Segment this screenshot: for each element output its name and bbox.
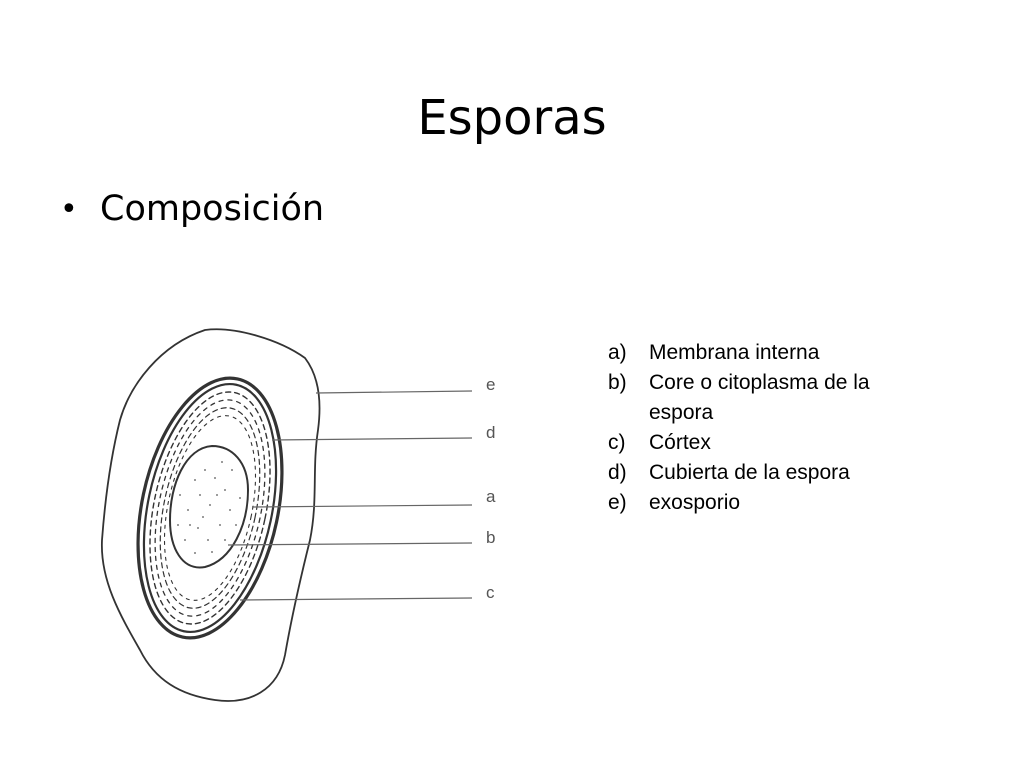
legend-item-c: c) Córtex: [608, 428, 878, 458]
callout-a: a: [486, 487, 496, 506]
legend-text: Córtex: [649, 431, 711, 454]
legend-text: Membrana interna: [649, 341, 820, 364]
callout-e: e: [486, 375, 495, 394]
legend-letter: e): [608, 491, 627, 514]
callout-d: d: [486, 423, 495, 442]
coat-outer-ring: [136, 376, 284, 640]
coat-inner-ring: [142, 382, 278, 634]
cortex-ring-3: [159, 407, 261, 609]
callout-b: b: [486, 528, 495, 547]
cortex-ring-1: [149, 391, 271, 625]
slide-title: Esporas: [417, 90, 607, 147]
legend-letter: a): [608, 341, 627, 364]
core-stipple: [177, 461, 241, 554]
legend-text: exosporio: [649, 491, 741, 514]
cortex-ring-4: [163, 415, 257, 601]
bullet-item: • Composición: [60, 192, 324, 227]
legend-item-d: d) Cubierta de la espora: [608, 458, 878, 488]
legend-item-a: a) Membrana interna: [608, 338, 878, 368]
leader-line-c: [239, 597, 473, 601]
bullet-text: Composición: [100, 189, 325, 229]
bullet-dot-icon: •: [60, 191, 78, 227]
legend-item-b: b) Core o citoplasma de la espora: [608, 368, 878, 428]
legend-list: a) Membrana interna b) Core o citoplasma…: [608, 338, 878, 518]
legend-text: Cubierta de la espora: [649, 461, 850, 484]
legend-letter: d): [608, 461, 627, 484]
leader-line-e: [315, 390, 473, 394]
leader-line-b: [227, 542, 473, 546]
legend-item-e: e) exosporio: [608, 488, 878, 518]
inner-membrane-outline: [169, 445, 249, 569]
leader-line-d: [271, 437, 473, 441]
callout-c: c: [486, 583, 495, 602]
leader-line-a: [251, 504, 473, 508]
legend-letter: c): [608, 431, 626, 454]
exosporium-outline: [101, 328, 321, 702]
legend-text: Core o citoplasma de la espora: [649, 371, 870, 424]
cortex-ring-2: [154, 399, 266, 617]
legend-letter: b): [608, 371, 627, 394]
